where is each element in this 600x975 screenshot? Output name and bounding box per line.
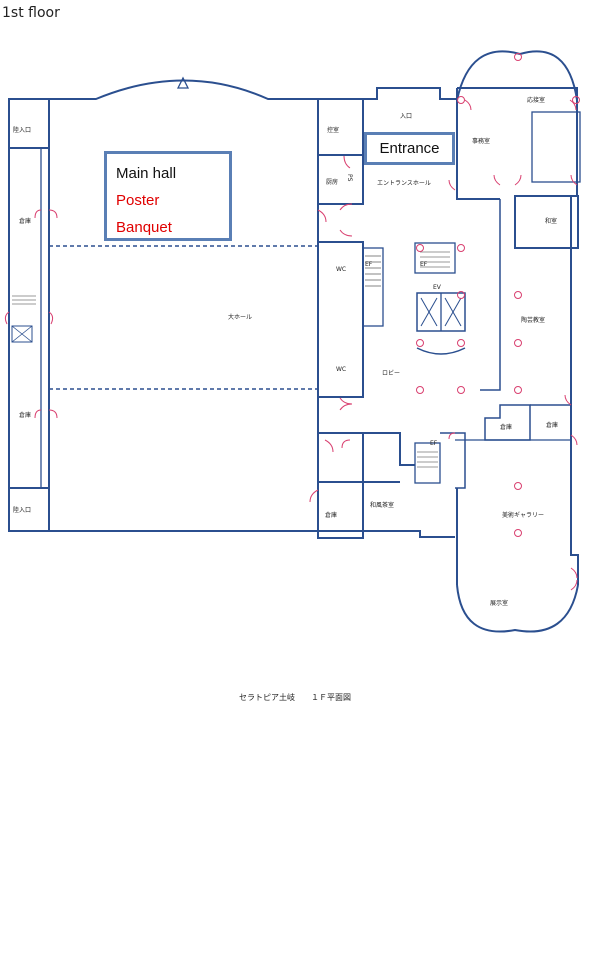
room-ef-2: EF [420,261,428,268]
column [572,96,580,104]
door-swing [564,394,572,406]
door-swing [48,311,54,325]
door-swing [343,155,351,169]
stair-1 [362,247,384,327]
column [457,386,465,394]
column [416,244,424,252]
lobby-east-wall [480,199,501,391]
door-swing [464,99,472,111]
door-swing [514,174,522,186]
room-storage-left-2: 倉庫 [19,412,32,419]
column [416,386,424,394]
room-big-hall: 大ホール [228,314,253,321]
lobby-south-wall-2 [440,432,466,489]
room-ps: PS [346,174,353,182]
core-block [317,432,364,539]
room-ef-3: EF [430,440,438,447]
room-ev: EV [433,284,441,291]
west-annex-wall [8,98,50,532]
column [514,339,522,347]
column [457,96,465,104]
column [514,53,522,61]
door-swing [34,209,42,219]
door-swing [339,397,353,405]
main-hall-wall [49,79,319,532]
door-swing [493,174,501,186]
main-hall-callout: Main hall Poster Banquet [104,151,232,241]
column [514,529,522,537]
door-swing [570,567,578,579]
room-exhibition: 展示室 [490,600,509,607]
column [457,244,465,252]
room-side-entrance-bottom: 陸入口 [13,507,32,514]
door-swing [34,409,42,419]
rotunda-bottom [456,584,579,633]
door-swing [570,434,578,446]
callout-banquet-label: Banquet [116,219,172,236]
column [514,291,522,299]
room-wc-2: WC [336,366,347,373]
room-wc-1: WC [336,266,347,273]
door-swing [339,229,353,237]
column [514,386,522,394]
door-swing [309,489,319,503]
door-swing [339,203,353,211]
column [457,291,465,299]
plan-caption: セラトピア土岐 １Ｆ平面図 [239,693,351,702]
door-swing [324,439,334,453]
door-swing [4,311,10,325]
room-storage-right-1: 倉庫 [500,424,513,431]
door-swing [341,439,351,449]
door-swing [448,179,456,191]
room-office: 事務室 [472,138,491,145]
room-tea-room: 和風茶室 [370,502,395,509]
callout-main-hall-label: Main hall [116,165,177,182]
room-entrance-hall: エントランスホール [377,180,431,187]
room-entrance-small: 入口 [400,113,413,120]
rotunda-top [456,50,578,101]
door-swing [48,209,58,219]
main-hall-roof-marker [176,76,190,89]
room-side-entrance-top: 陸入口 [13,127,32,134]
door-swing [48,409,58,419]
floor-title: 1st floor [2,5,60,21]
room-lobby: ロビー [382,370,401,377]
lobby-south-wall [363,432,415,466]
room-storage-bottom: 倉庫 [325,512,338,519]
elevator-lobby-curve [416,347,466,355]
door-swing [570,579,578,591]
south-wall [9,530,455,538]
door-swing [448,432,456,440]
entrance-callout: Entrance [364,132,455,165]
room-kitchen: 厨房 [326,179,339,186]
east-room [531,111,581,183]
door-swing [339,403,353,411]
room-ceramics-lounge: 陶芸教室 [521,317,546,324]
room-storage-left-1: 倉庫 [19,218,32,225]
door-swing [569,99,577,111]
column [514,482,522,490]
room-ef-1: EF [365,261,373,268]
core-strip [317,98,364,205]
room-storage-right-2: 倉庫 [546,422,559,429]
column [457,339,465,347]
door-swing [570,174,578,186]
stair-2 [414,242,456,274]
east-room [514,195,579,249]
room-washitsu: 和室 [545,218,558,225]
room-gallery: 美術ギャラリー [502,512,545,519]
stair-3 [414,442,441,484]
room-reception: 応接室 [527,97,546,104]
door-swing [317,209,327,223]
room-waiting-top: 控室 [327,127,340,134]
callout-poster-label: Poster [116,192,160,209]
column [416,339,424,347]
